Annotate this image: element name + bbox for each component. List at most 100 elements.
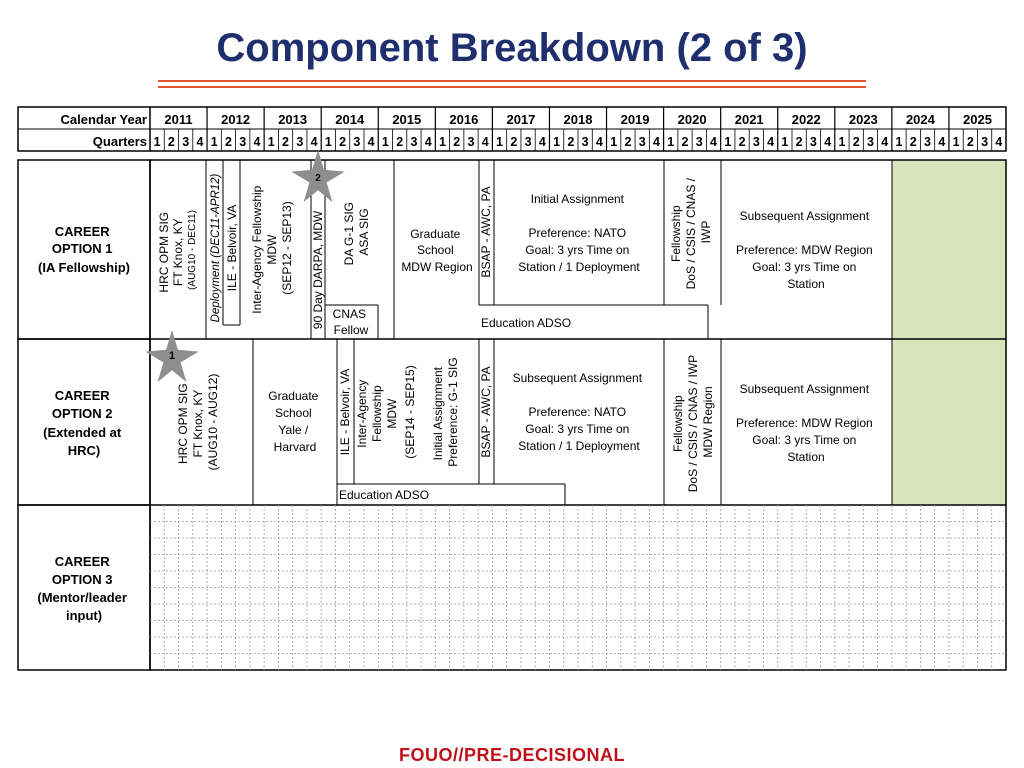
- quarter-label: 2: [967, 135, 974, 149]
- quarter-label: 3: [867, 135, 874, 149]
- quarter-label: 3: [353, 135, 360, 149]
- option3-label-cell: [17, 504, 151, 671]
- option2-education-text: Education ADSO: [339, 488, 429, 502]
- option3-label: CAREER OPTION 3 (Mentor/leader input): [37, 554, 130, 623]
- year-label: 2024: [906, 112, 936, 127]
- quarters-label: Quarters: [93, 134, 147, 149]
- quarter-label: 1: [496, 135, 503, 149]
- option3-empty-grid: [150, 505, 1006, 670]
- year-label: 2021: [735, 112, 764, 127]
- option2-green-block: [892, 339, 1006, 505]
- quarter-label: 2: [624, 135, 631, 149]
- quarter-label: 4: [368, 135, 375, 149]
- quarter-label: 3: [981, 135, 988, 149]
- classification-footer: FOUO//PRE-DECISIONAL: [398, 745, 625, 765]
- option2-subsequent1-text: Subsequent Assignment Preference: NATO G…: [513, 371, 646, 453]
- option2-hrc-text: HRC OPM SIG FT Knox, KY (AUG10 - AUG12): [176, 374, 220, 471]
- option1-star-icon: [291, 150, 345, 203]
- option1-cnas-text: CNAS Fellow: [333, 307, 370, 337]
- year-label: 2022: [792, 112, 821, 127]
- title-underline-bottom: [158, 86, 866, 88]
- quarter-label: 2: [168, 135, 175, 149]
- option2-blocks: [252, 339, 893, 505]
- year-label: 2019: [621, 112, 650, 127]
- option2-label-cell: [17, 338, 151, 506]
- option1-green-block: [892, 160, 1006, 339]
- quarter-label: 3: [410, 135, 417, 149]
- year-label: 2017: [506, 112, 535, 127]
- quarter-label: 4: [653, 135, 660, 149]
- quarter-label: 4: [824, 135, 831, 149]
- option1-grad-text: Graduate School MDW Region: [401, 227, 472, 274]
- quarter-label: 2: [796, 135, 803, 149]
- quarter-label: 2: [739, 135, 746, 149]
- quarter-label: 1: [382, 135, 389, 149]
- quarter-label: 2: [396, 135, 403, 149]
- option1-initial-text: Initial Assignment Preference: NATO Goal…: [518, 192, 640, 274]
- year-label: 2013: [278, 112, 307, 127]
- quarter-label: 4: [881, 135, 888, 149]
- year-label: 2025: [963, 112, 992, 127]
- quarter-label: 2: [910, 135, 917, 149]
- year-label: 2020: [678, 112, 707, 127]
- quarter-label: 1: [724, 135, 731, 149]
- quarter-label: 4: [710, 135, 717, 149]
- year-label: 2014: [335, 112, 365, 127]
- quarter-label: 3: [810, 135, 817, 149]
- option1-ile-text: ILE - Belvoir, VA: [225, 205, 239, 291]
- title-underline-top: [158, 80, 866, 82]
- option1-star-label: 2: [315, 173, 321, 184]
- quarter-label: 3: [582, 135, 589, 149]
- quarter-label: 4: [425, 135, 432, 149]
- quarter-label: 2: [510, 135, 517, 149]
- quarter-label: 4: [596, 135, 603, 149]
- option1-bsap-text: BSAP - AWC, PA: [479, 186, 493, 277]
- quarter-label: 1: [610, 135, 617, 149]
- quarter-label: 3: [696, 135, 703, 149]
- year-label: 2015: [392, 112, 421, 127]
- quarter-label: 1: [896, 135, 903, 149]
- option1-interagency-text: Inter-Agency Fellowship MDW (SEP12 - SEP…: [250, 182, 294, 313]
- year-label: 2023: [849, 112, 878, 127]
- option1-label: CAREER OPTION 1 (IA Fellowship): [38, 224, 130, 275]
- option1-darpa-text: 90 Day DARPA, MDW: [311, 210, 325, 329]
- option1-subsequent-text: Subsequent Assignment Preference: MDW Re…: [736, 209, 876, 291]
- quarter-label: 1: [667, 135, 674, 149]
- quarter-label: 3: [182, 135, 189, 149]
- quarter-label: 4: [254, 135, 261, 149]
- year-label: 2016: [449, 112, 478, 127]
- quarter-label: 4: [311, 135, 318, 149]
- quarter-label: 2: [453, 135, 460, 149]
- quarter-label: 3: [296, 135, 303, 149]
- quarter-label: 3: [924, 135, 931, 149]
- quarter-label: 1: [154, 135, 161, 149]
- quarter-label: 2: [225, 135, 232, 149]
- option1-education-text: Education ADSO: [481, 316, 571, 330]
- quarter-label: 4: [767, 135, 774, 149]
- quarter-label: 1: [211, 135, 218, 149]
- quarter-label: 4: [539, 135, 546, 149]
- quarter-label: 2: [339, 135, 346, 149]
- quarter-label: 3: [639, 135, 646, 149]
- quarter-label: 2: [853, 135, 860, 149]
- option2-initial-text: Initial Assignment Preference: G-1 SIG: [431, 357, 460, 466]
- option2-label: CAREER OPTION 2 (Extended at HRC): [43, 388, 125, 458]
- quarter-label: 1: [953, 135, 960, 149]
- year-label: 2018: [564, 112, 593, 127]
- page-title: Component Breakdown (2 of 3): [216, 26, 808, 70]
- option2-ile-text: ILE - Belvoir, VA: [338, 369, 352, 455]
- year-label: 2011: [164, 112, 192, 127]
- quarter-label: 2: [567, 135, 574, 149]
- quarter-label: 1: [325, 135, 332, 149]
- option2-grad-text: Graduate School Yale / Harvard: [268, 389, 321, 454]
- option1-fellowship-text: Fellowship DoS / CSIS / CNAS / IWP: [669, 175, 713, 290]
- option2-star-icon: [145, 330, 199, 383]
- option1-blocks: [205, 160, 893, 339]
- quarter-label: 1: [553, 135, 560, 149]
- option1-deployment-text: Deployment (DEC11-APR12): [210, 173, 222, 322]
- quarter-label: 1: [439, 135, 446, 149]
- quarter-label: 3: [753, 135, 760, 149]
- calendar-year-label: Calendar Year: [61, 112, 147, 127]
